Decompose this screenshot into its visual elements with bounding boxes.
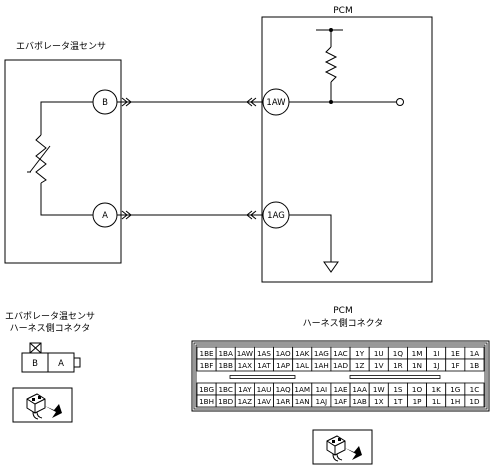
pcm-connector-pin-label: 1AP bbox=[276, 361, 290, 370]
sensor-title: エバポレータ温センサ bbox=[16, 41, 106, 52]
pcm-connector-pin-label: 1AM bbox=[294, 385, 310, 394]
wire-a-to-1ag bbox=[117, 210, 263, 220]
pcm-connector-pin-label: 1V bbox=[374, 361, 384, 370]
sensor-internal-wire bbox=[40, 101, 105, 216]
ground-symbol bbox=[323, 261, 339, 273]
pcm-connector-pin-label: 1AV bbox=[257, 397, 271, 406]
pcm-connector-pin-label: 1AF bbox=[334, 397, 348, 406]
pcm-connector-pin-label: 1BB bbox=[218, 361, 233, 370]
pcm-connector-cell bbox=[464, 358, 485, 372]
pcm-connector-pin-label: 1AB bbox=[352, 397, 366, 406]
pcm-connector-pin-label: 1H bbox=[450, 397, 460, 406]
pcm-connector-pin-label: 1AQ bbox=[276, 385, 291, 394]
pcm-connector-pin-label: 1AI bbox=[316, 385, 328, 394]
pcm-title: PCM bbox=[333, 6, 352, 16]
pcm-connector-pin-label: 1D bbox=[469, 397, 480, 406]
pcm-connector-pin-label: 1BE bbox=[200, 349, 215, 358]
pcm-connector-pin-label: 1AC bbox=[333, 349, 347, 358]
pcm-connector-pin-label: 1N bbox=[412, 361, 422, 370]
pcm-connector-pin-label: 1J bbox=[433, 361, 440, 370]
pcm-pin-1aw: 1AW bbox=[262, 88, 290, 116]
pcm-connector-pin-label: 1K bbox=[432, 385, 442, 394]
pcm-connector-pin-label: 1A bbox=[470, 349, 480, 358]
pcm-connector-pin-label: 1BH bbox=[199, 397, 214, 406]
connector-view-icon bbox=[12, 387, 73, 423]
pcm-connector-pin-label: 1Q bbox=[393, 349, 404, 358]
pcm-connector-pin-label: 1AW bbox=[237, 349, 253, 358]
pcm-connector-pin-label: 1G bbox=[450, 385, 460, 394]
pcm-connector-pin-label: 1W bbox=[373, 385, 385, 394]
pcm-connector-pin-label: 1S bbox=[393, 385, 403, 394]
pcm-connector-pin-label: 1AG bbox=[314, 349, 329, 358]
pcm-connector-pin-label: 1AN bbox=[295, 397, 310, 406]
pcm-connector-pin-label: 1BG bbox=[199, 385, 214, 394]
sensor-connector-pin-a: A bbox=[58, 359, 64, 369]
pcm-connector-pin-label: 1Y bbox=[355, 349, 365, 358]
pcm-connector-pin-label: 1BF bbox=[200, 361, 214, 370]
pcm-connector-pin-label: 1AR bbox=[276, 397, 290, 406]
pcm-connector-pin-label: 1U bbox=[374, 349, 384, 358]
connector-view-icon bbox=[312, 429, 373, 465]
pcm-connector-pin-label: 1L bbox=[432, 397, 441, 406]
pcm-connector-pin-label: 1B bbox=[470, 361, 480, 370]
pcm-connector-pin-label: 1AO bbox=[276, 349, 291, 358]
pcm-connector-pin-label: 1AU bbox=[257, 385, 272, 394]
pcm-internal-wire bbox=[289, 29, 396, 262]
pcm-connector-pin-label: 1AL bbox=[295, 361, 309, 370]
pcm-connector-pin-label: 1AS bbox=[257, 349, 271, 358]
pcm-connector-pin-label: 1O bbox=[412, 385, 423, 394]
pcm-connector-pin-label: 1AT bbox=[257, 361, 271, 370]
pcm-connector-pin-label: 1AE bbox=[333, 385, 347, 394]
pcm-connector-pin-label: 1AK bbox=[295, 349, 309, 358]
pcm-connector-title-2: ハーネス側コネクタ bbox=[303, 317, 384, 329]
sensor-pin-a-label: A bbox=[102, 211, 108, 221]
sensor-pin-b-label: B bbox=[102, 98, 108, 108]
junction-dot bbox=[329, 28, 333, 32]
pcm-connector-pin-label: 1F bbox=[451, 361, 460, 370]
wire-b-to-1aw bbox=[117, 97, 263, 107]
pcm-connector-pin-label: 1AD bbox=[333, 361, 348, 370]
pcm-connector-key bbox=[349, 375, 441, 379]
pcm-connector-pin-label: 1E bbox=[451, 349, 461, 358]
sensor-connector: B A bbox=[21, 342, 81, 373]
pcm-connector-pin-label: 1AH bbox=[314, 361, 329, 370]
pcm-connector-pin-label: 1BC bbox=[218, 385, 232, 394]
pcm-box bbox=[261, 16, 433, 283]
sensor-box bbox=[4, 59, 122, 264]
pcm-connector-key bbox=[229, 375, 296, 379]
pcm-connector-title-1: PCM bbox=[333, 306, 352, 316]
sensor-connector-title-1: エバポレータ温センサ bbox=[5, 311, 95, 322]
pcm-connector-pin-label: 1BA bbox=[218, 349, 233, 358]
terminal-circle bbox=[396, 98, 404, 106]
pcm-connector-pin-label: 1I bbox=[433, 349, 440, 358]
sensor-connector-title-2: ハーネス側コネクタ bbox=[10, 322, 91, 334]
pcm-connector-pin-label: 1R bbox=[393, 361, 403, 370]
sensor-pin-a: A bbox=[92, 202, 118, 228]
pcm-connector-pin-label: 1AX bbox=[238, 361, 252, 370]
pcm-connector-pin-label: 1Z bbox=[355, 361, 365, 370]
pcm-connector-pin-label: 1AJ bbox=[316, 397, 328, 406]
pcm-pin-1ag: 1AG bbox=[262, 201, 290, 229]
pcm-pin-1aw-label: 1AW bbox=[266, 98, 286, 108]
sensor-pin-b: B bbox=[92, 89, 118, 115]
pcm-connector-cell bbox=[464, 394, 485, 408]
pcm-connector-pin-label: 1P bbox=[413, 397, 423, 406]
pcm-connector-pin-label: 1T bbox=[393, 397, 403, 406]
resistor-symbol bbox=[324, 46, 338, 83]
pcm-connector-pin-label: 1X bbox=[374, 397, 384, 406]
thermistor-symbol bbox=[27, 134, 51, 184]
pcm-pin-1ag-label: 1AG bbox=[267, 211, 285, 221]
pcm-connector-pin-label: 1BD bbox=[218, 397, 234, 406]
junction-dot bbox=[329, 100, 333, 104]
pcm-connector-pin-label: 1AY bbox=[238, 385, 252, 394]
pcm-connector-pin-label: 1AA bbox=[352, 385, 367, 394]
pcm-connector-pin-label: 1C bbox=[470, 385, 480, 394]
pcm-connector-pin-label: 1AZ bbox=[238, 397, 252, 406]
pcm-connector-pin-label: 1M bbox=[412, 349, 423, 358]
sensor-connector-pin-b: B bbox=[32, 359, 38, 369]
